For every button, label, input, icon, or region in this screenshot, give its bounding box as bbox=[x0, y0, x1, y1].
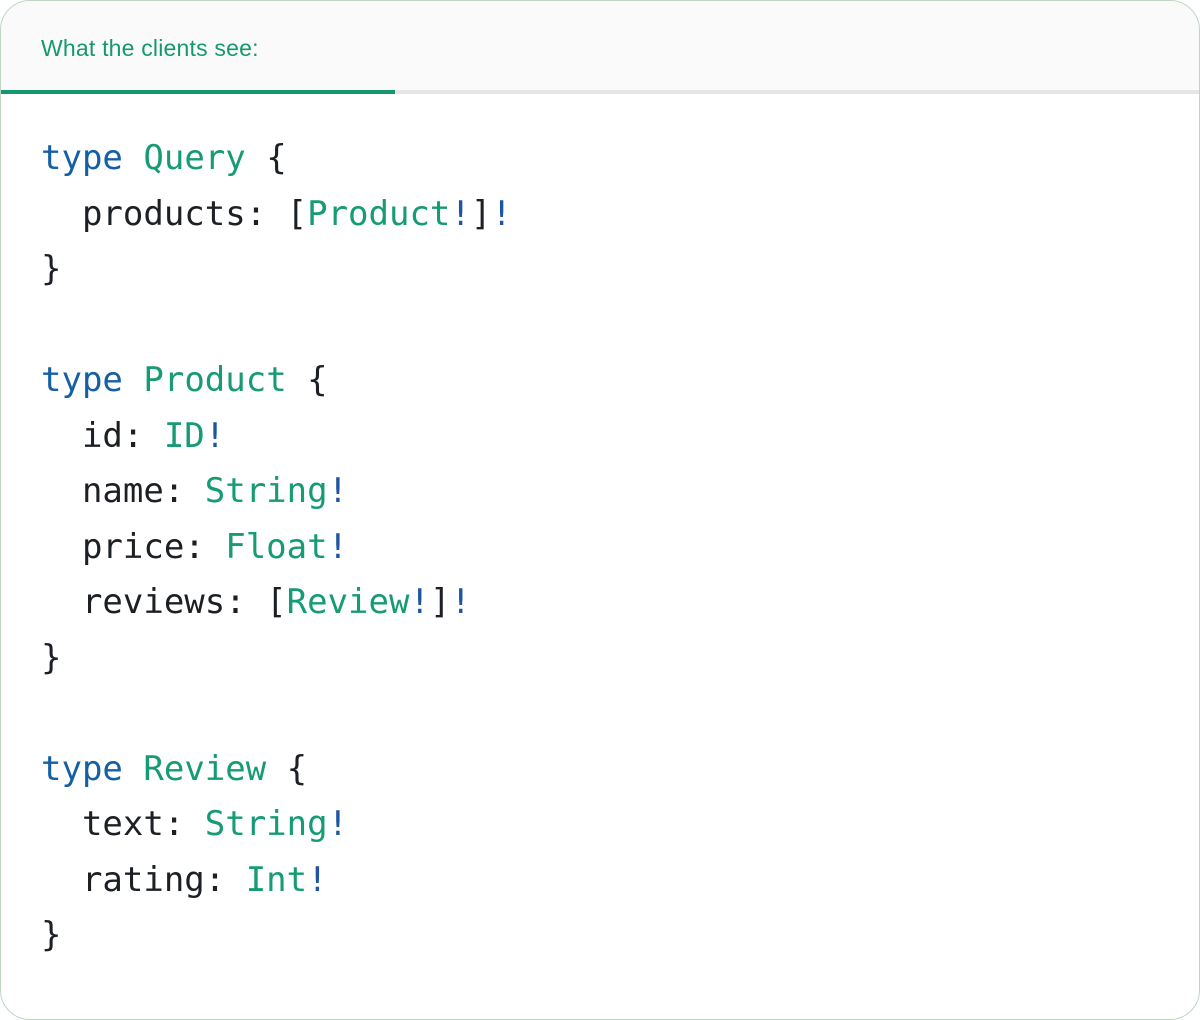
code-line: price: Float! bbox=[41, 520, 1179, 576]
code-token: ID bbox=[163, 415, 205, 456]
code-line: products: [Product!]! bbox=[41, 187, 1179, 243]
code-line: name: String! bbox=[41, 464, 1179, 520]
code-token: ! bbox=[450, 582, 471, 622]
code-token: ! bbox=[327, 804, 349, 844]
code-token bbox=[123, 749, 143, 789]
tab-what-clients-see[interactable]: What the clients see: bbox=[41, 35, 259, 61]
code-line: type Query { bbox=[41, 131, 1179, 187]
code-token: { bbox=[266, 748, 308, 789]
code-token: Float bbox=[225, 526, 328, 567]
code-token: } bbox=[41, 915, 62, 955]
code-token: ! bbox=[327, 526, 349, 567]
code-token: ] bbox=[429, 582, 451, 622]
code-token: Query bbox=[143, 138, 246, 178]
code-token: String bbox=[204, 804, 328, 844]
code-token bbox=[123, 138, 143, 178]
code-token bbox=[123, 360, 143, 400]
code-line: type Product { bbox=[41, 353, 1179, 409]
code-token: ! bbox=[327, 471, 349, 511]
code-token: String bbox=[204, 471, 328, 511]
code-token: { bbox=[245, 138, 287, 178]
code-token: ! bbox=[204, 415, 226, 456]
tab-bar: What the clients see: bbox=[1, 1, 1199, 94]
code-token: name: bbox=[41, 471, 205, 511]
code-line: } bbox=[41, 242, 1179, 298]
code-line bbox=[41, 686, 1179, 742]
code-token: Int bbox=[245, 859, 308, 900]
code-token: } bbox=[41, 637, 62, 678]
code-token: ] bbox=[470, 193, 492, 234]
code-line: type Review { bbox=[41, 742, 1179, 798]
code-token: Product bbox=[143, 360, 287, 400]
code-line: reviews: [Review!]! bbox=[41, 575, 1179, 631]
code-line: rating: Int! bbox=[41, 853, 1179, 909]
code-token: reviews: [ bbox=[41, 582, 287, 622]
code-token: { bbox=[286, 360, 328, 400]
active-tab-indicator bbox=[1, 90, 395, 94]
code-token: rating: bbox=[41, 859, 246, 900]
code-line: } bbox=[41, 908, 1179, 964]
code-line: text: String! bbox=[41, 797, 1179, 853]
code-line bbox=[41, 298, 1179, 354]
code-token: Review bbox=[143, 748, 267, 789]
schema-code: type Query { products: [Product!]!} type… bbox=[1, 94, 1199, 964]
code-token: products: [ bbox=[41, 193, 308, 234]
code-token: ! bbox=[307, 859, 328, 900]
code-token: price: bbox=[41, 526, 226, 567]
code-token: ! bbox=[491, 193, 512, 234]
code-line: id: ID! bbox=[41, 409, 1179, 465]
code-token: id: bbox=[41, 415, 164, 456]
code-token: type bbox=[41, 748, 123, 789]
code-token: type bbox=[41, 138, 123, 178]
code-line: } bbox=[41, 631, 1179, 687]
code-token: ! bbox=[409, 582, 430, 622]
code-token: text: bbox=[41, 804, 205, 844]
code-token: Product bbox=[307, 193, 451, 234]
code-token: type bbox=[41, 360, 123, 400]
code-token: ! bbox=[450, 193, 471, 234]
code-token: Review bbox=[286, 582, 410, 622]
code-token: } bbox=[41, 249, 62, 289]
